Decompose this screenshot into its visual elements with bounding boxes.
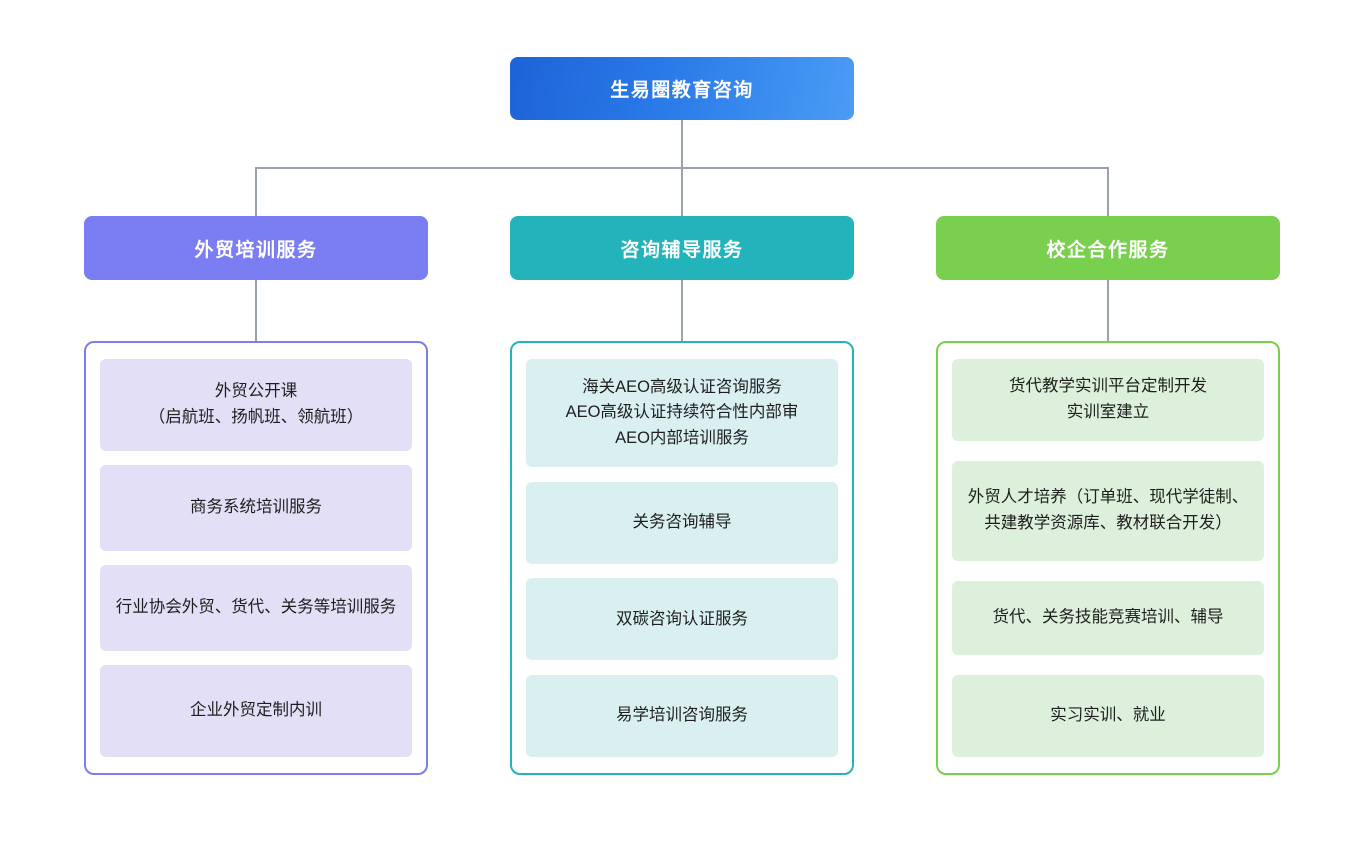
connector-header-to-container-2 <box>1107 280 1109 341</box>
root-node[interactable]: 生易圈教育咨询 <box>510 57 854 120</box>
connector-root-drop <box>681 120 683 168</box>
branch-header-waimao-peixun[interactable]: 外贸培训服务 <box>84 216 428 280</box>
connector-branch-drop-2 <box>1107 167 1109 216</box>
leaf-item[interactable]: 企业外贸定制内训 <box>100 665 412 757</box>
leaf-item[interactable]: 外贸公开课 （启航班、扬帆班、领航班） <box>100 359 412 451</box>
leaf-item[interactable]: 外贸人才培养（订单班、现代学徒制、共建教学资源库、教材联合开发） <box>952 461 1264 561</box>
connector-header-to-container-1 <box>681 280 683 341</box>
leaf-item[interactable]: 实习实训、就业 <box>952 675 1264 757</box>
branch-header-zixun-fudao[interactable]: 咨询辅导服务 <box>510 216 854 280</box>
connector-branch-drop-0 <box>255 167 257 216</box>
branch-header-label: 校企合作服务 <box>1046 239 1170 261</box>
leaf-item[interactable]: 双碳咨询认证服务 <box>526 578 838 661</box>
branch-container-zixun-fudao: 海关AEO高级认证咨询服务 AEO高级认证持续符合性内部审 AEO内部培训服务 … <box>510 341 854 775</box>
leaf-item[interactable]: 货代教学实训平台定制开发 实训室建立 <box>952 359 1264 441</box>
branch-header-label: 咨询辅导服务 <box>620 239 744 261</box>
leaf-item[interactable]: 海关AEO高级认证咨询服务 AEO高级认证持续符合性内部审 AEO内部培训服务 <box>526 359 838 467</box>
leaf-item[interactable]: 行业协会外贸、货代、关务等培训服务 <box>100 565 412 651</box>
leaf-item[interactable]: 易学培训咨询服务 <box>526 674 838 757</box>
leaf-item[interactable]: 关务咨询辅导 <box>526 481 838 564</box>
branch-header-label: 外贸培训服务 <box>194 239 318 261</box>
connector-branch-drop-1 <box>681 167 683 216</box>
root-node-label: 生易圈教育咨询 <box>610 80 754 101</box>
branch-container-waimao-peixun: 外贸公开课 （启航班、扬帆班、领航班） 商务系统培训服务 行业协会外贸、货代、关… <box>84 341 428 775</box>
leaf-item[interactable]: 商务系统培训服务 <box>100 465 412 551</box>
leaf-item[interactable]: 货代、关务技能竞赛培训、辅导 <box>952 581 1264 655</box>
branch-container-xiaoqi-hezuo: 货代教学实训平台定制开发 实训室建立 外贸人才培养（订单班、现代学徒制、共建教学… <box>936 341 1280 775</box>
connector-header-to-container-0 <box>255 280 257 341</box>
branch-header-xiaoqi-hezuo[interactable]: 校企合作服务 <box>936 216 1280 280</box>
